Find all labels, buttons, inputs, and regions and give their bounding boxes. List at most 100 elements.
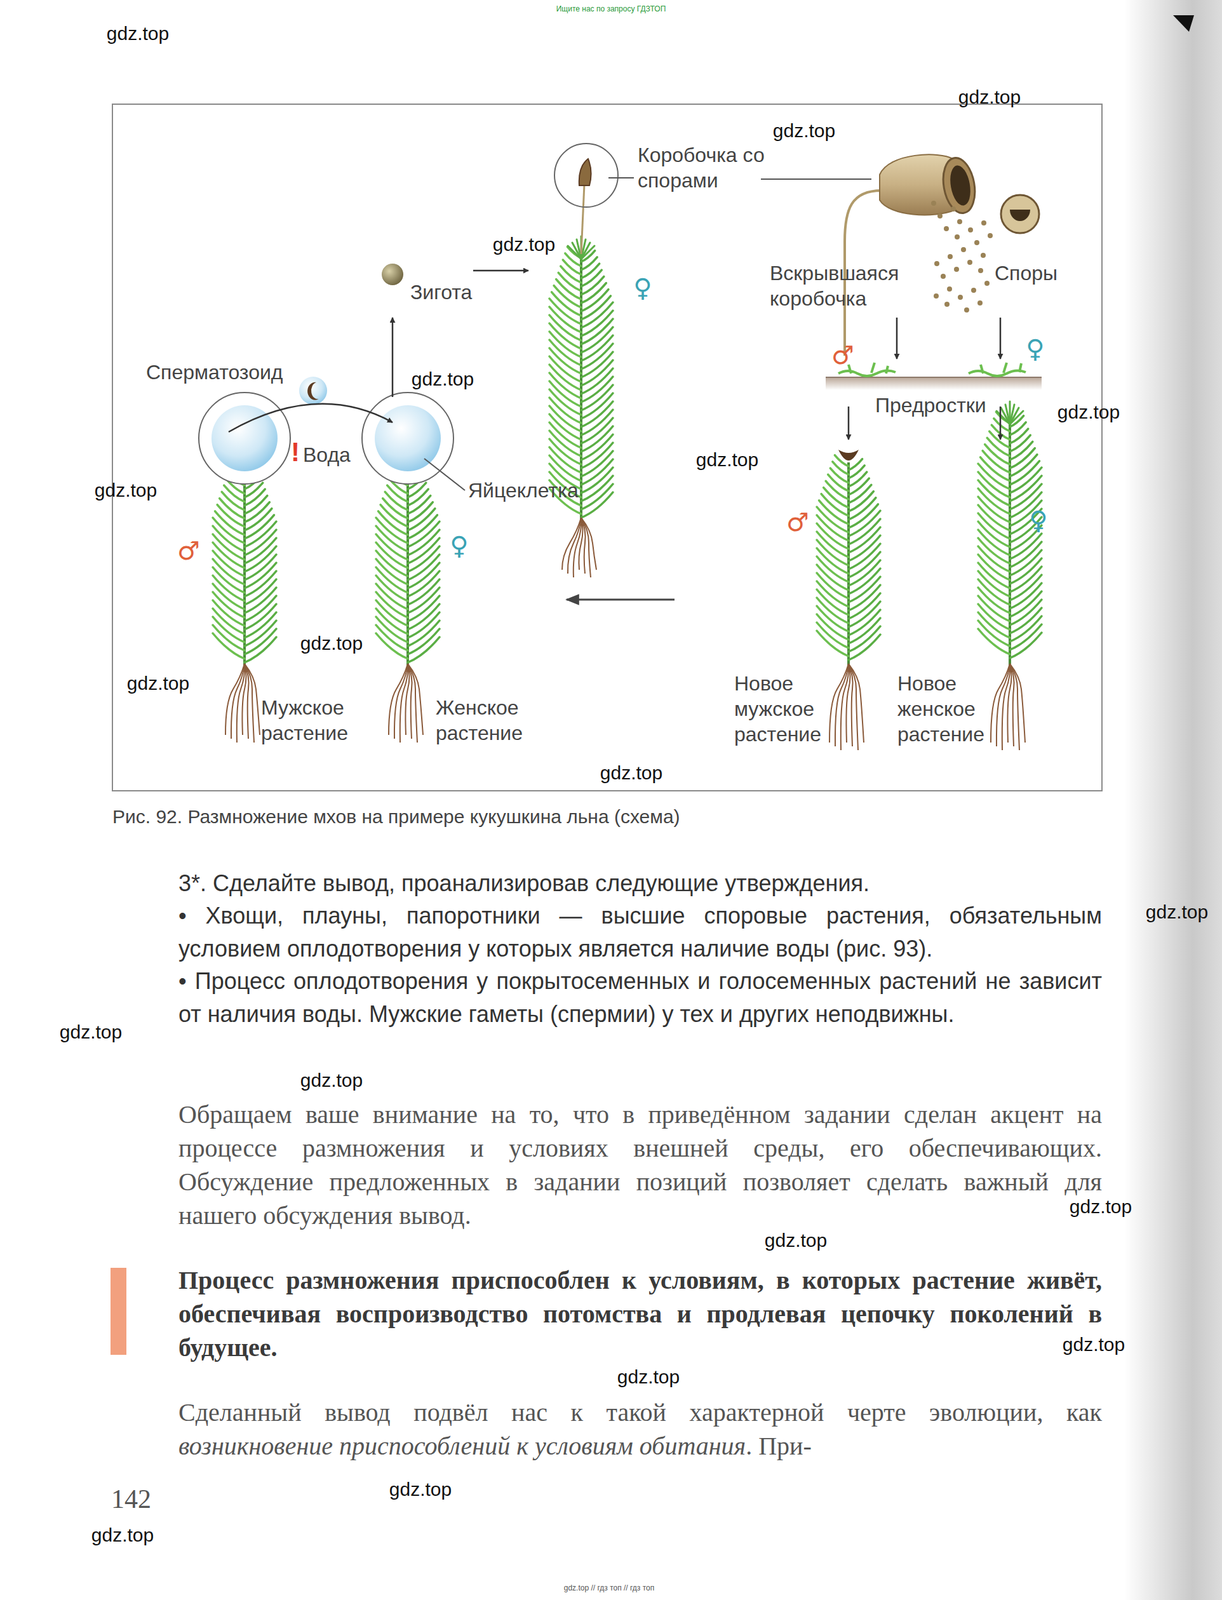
leaf [224, 485, 245, 502]
root [848, 663, 864, 743]
leaf [823, 487, 849, 508]
leaf [848, 484, 872, 504]
illustration-part [228, 403, 393, 432]
leaf [378, 511, 408, 535]
leaf [848, 459, 863, 470]
root [840, 663, 849, 751]
root [1002, 663, 1010, 751]
leaf [848, 478, 869, 495]
illustration-part [391, 317, 394, 397]
illustration-part [307, 382, 319, 401]
soil-band [825, 362, 1042, 390]
highlight-bar [110, 1267, 127, 1355]
leaf [848, 491, 874, 512]
female-symbol: ♀ [1028, 505, 1048, 535]
part-label: Предростки [875, 392, 987, 418]
spore [964, 307, 970, 313]
leaf [244, 637, 277, 663]
spore [980, 252, 986, 258]
leaf [987, 437, 1010, 457]
leaf [407, 489, 429, 506]
illustration-part [1000, 194, 1040, 234]
leaf [244, 508, 272, 531]
leaf [1009, 454, 1038, 477]
watermark: Ищите нас по запросу ГДЗТОП [556, 4, 667, 14]
root [407, 663, 423, 735]
part-label: Женское растение [435, 694, 531, 746]
watermark: gdz.top [300, 1069, 363, 1092]
spore [987, 233, 993, 239]
root [581, 517, 597, 570]
illustration-part [896, 317, 899, 359]
leaf [985, 444, 1010, 465]
illustration-part [968, 362, 1026, 376]
spore [977, 300, 983, 306]
leaf [828, 474, 849, 491]
leaf [816, 630, 849, 657]
leaf [560, 266, 582, 283]
root [244, 663, 260, 735]
spore [946, 286, 953, 292]
leaf [212, 633, 245, 659]
leaf [407, 637, 440, 663]
leaf [244, 489, 265, 506]
watermark: gdz.top [1062, 1333, 1125, 1356]
root [400, 663, 408, 743]
leaf [244, 502, 270, 523]
male-symbol: ♂ [831, 340, 855, 370]
part-label: Мужское растение [261, 694, 357, 746]
root [388, 663, 408, 735]
leaf [581, 492, 613, 518]
leaf [581, 283, 606, 303]
moss-plants [212, 158, 1042, 751]
illustration-part [381, 263, 404, 286]
leaf [825, 480, 849, 500]
illustration-part [374, 405, 441, 472]
warning-mark: ! [290, 436, 300, 468]
leaf [380, 504, 408, 527]
illustration-part [299, 376, 328, 405]
leaf [982, 450, 1010, 473]
root [241, 663, 246, 735]
leaf [848, 497, 876, 520]
antheridium-head [838, 449, 859, 461]
female-symbol: ♀ [449, 530, 469, 561]
root [846, 663, 850, 743]
part-label: Новое мужское растение [734, 670, 830, 747]
illustration-part [939, 155, 980, 216]
corner-mark [1173, 15, 1195, 32]
spore [957, 219, 963, 225]
spore [931, 200, 937, 206]
leader-lines [424, 177, 872, 491]
leaf [558, 272, 582, 291]
illustration-part [554, 143, 618, 208]
spore [967, 227, 974, 233]
arrows [228, 270, 1001, 600]
male-symbol: ♂ [786, 507, 810, 537]
root [1009, 663, 1015, 747]
leaf [551, 292, 582, 316]
leaf [1009, 461, 1040, 485]
root [225, 663, 245, 735]
male-symbol: ♂ [177, 536, 201, 566]
body-paragraph: . При- [745, 1431, 812, 1461]
watermark: gdz.top [492, 233, 556, 256]
leaf [217, 504, 245, 527]
illustration-part [473, 269, 529, 272]
illustration-part [947, 163, 974, 208]
spore [944, 301, 950, 307]
body-paragraph: Сделанный вывод подвёл нас к такой харак… [178, 1397, 1102, 1427]
root [578, 517, 583, 570]
watermark: gdz.top [617, 1366, 680, 1388]
page-spine [1124, 0, 1222, 1600]
part-label: Вскрывшаяся коробочка [769, 260, 907, 312]
spore [937, 213, 943, 219]
task-text: • Процесс оплодотворения у покрытосеменн… [178, 964, 1102, 1031]
body-paragraph: Сделанный вывод подвёл нас к такой харак… [178, 1395, 1102, 1463]
leaf [980, 457, 1010, 481]
spore [957, 294, 963, 300]
leaf [407, 508, 436, 531]
root [848, 663, 853, 747]
watermark: gdz.top [1057, 401, 1120, 423]
